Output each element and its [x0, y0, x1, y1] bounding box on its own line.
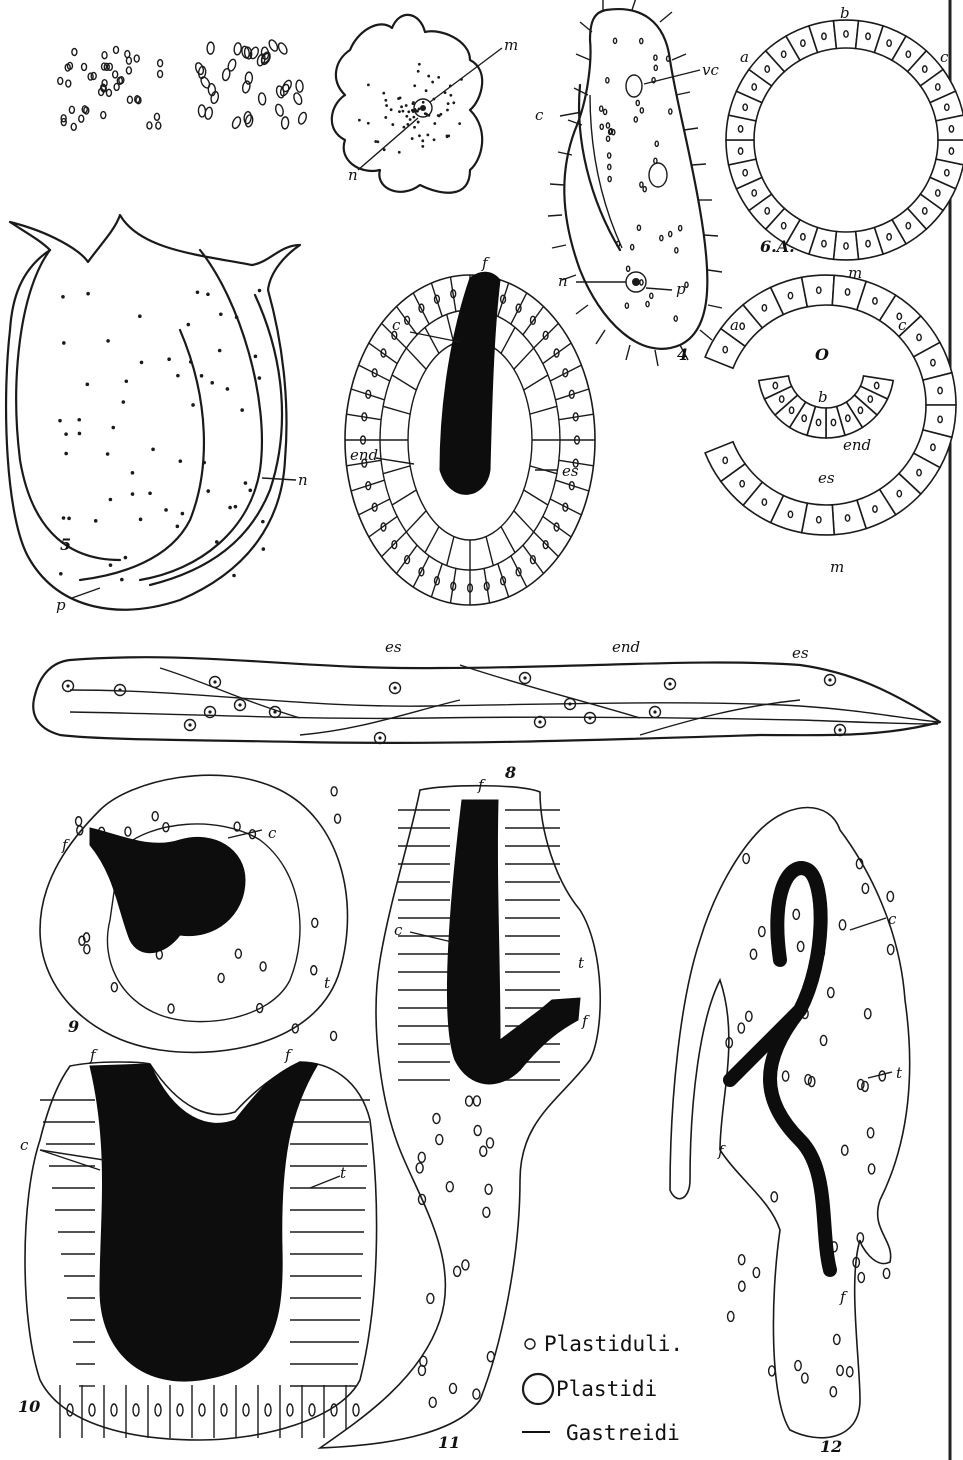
fig6b-label-a: a — [730, 316, 739, 334]
fig4-ciliate: vc c n p 4 — [535, 0, 722, 366]
fig5-label-p: p — [56, 596, 66, 614]
fig10-label-t: t — [340, 1164, 347, 1182]
fig8-label-es-left: es — [385, 638, 402, 656]
fig12-label-t: t — [896, 1064, 903, 1082]
fig10-label-f-right: f — [284, 1046, 293, 1064]
fig5-label-n: n — [298, 471, 308, 489]
plastidi-symbol — [523, 1374, 553, 1404]
fig7-label-f: f — [481, 254, 490, 272]
fig12-label-c: c — [888, 910, 897, 928]
fig6a-label-b: b — [840, 4, 850, 22]
fig7-gastrula: f c end es — [345, 254, 595, 605]
fig3-label-n: n — [348, 166, 358, 184]
fig4-label-vc: vc — [702, 61, 719, 79]
fig1-granules — [58, 46, 163, 130]
fig9-label-t: t — [324, 974, 331, 992]
fig12-branched: c t f f 12 — [670, 808, 910, 1457]
fig7-label-es: es — [562, 462, 579, 480]
fig10-label-f-left: f — [89, 1046, 98, 1064]
legend-plastiduli: Plastiduli. — [544, 1332, 683, 1356]
legend-plastidi: Plastidi — [556, 1377, 657, 1401]
fig9-number: 9 — [68, 1017, 79, 1036]
fig6b-label-m: m — [830, 558, 844, 576]
fig4-number: 4 — [677, 345, 688, 364]
fig10-number: 10 — [18, 1397, 40, 1416]
fig6b-gastrula: a c O b end es m — [705, 275, 956, 576]
legend: Plastiduli. Plastidi Gastreidi — [522, 1332, 683, 1445]
fig6a-blastula: b a c m 6.A. — [726, 4, 963, 282]
legend-gastreidi: Gastreidi — [566, 1421, 680, 1445]
fig6b-label-es: es — [818, 469, 835, 487]
fig5-number: 5 — [60, 535, 71, 554]
fig8-label-end: end — [612, 638, 640, 656]
fig6b-label-c: c — [898, 316, 907, 334]
fig3-amoeba: m n — [332, 15, 518, 193]
fig5-cell-colony: n p 5 — [6, 215, 308, 614]
fig9-label-c: c — [268, 824, 277, 842]
fig11-label-t: t — [578, 954, 585, 972]
fig11-number: 11 — [438, 1433, 460, 1452]
fig8-number: 8 — [504, 763, 516, 782]
fig10-gastrula: f f c t 10 — [18, 1046, 377, 1440]
fig8-label-es-right: es — [792, 644, 809, 662]
fig6b-label-o: O — [815, 345, 829, 364]
fig4-label-n: n — [558, 272, 568, 290]
fig4-label-p: p — [676, 280, 686, 298]
fig6b-label-b: b — [818, 388, 828, 406]
fig2-granules — [194, 39, 307, 130]
fig6b-label-end: end — [843, 436, 871, 454]
fig6a-number: 6.A. — [760, 237, 795, 256]
fig10-label-c: c — [20, 1136, 29, 1154]
fig8-elongate: es end es 8 — [33, 638, 940, 782]
fig3-label-m: m — [504, 36, 518, 54]
fig6a-label-c: c — [940, 48, 949, 66]
fig12-number: 12 — [820, 1437, 842, 1456]
fig11-label-c: c — [394, 921, 403, 939]
plastiduli-symbol — [525, 1339, 535, 1349]
fig9-gastrula: f c t 9 — [40, 775, 348, 1052]
fig7-label-c: c — [392, 316, 401, 334]
fig6a-label-a: a — [740, 48, 749, 66]
fig7-label-end: end — [350, 446, 378, 464]
fig4-label-c: c — [535, 106, 544, 124]
